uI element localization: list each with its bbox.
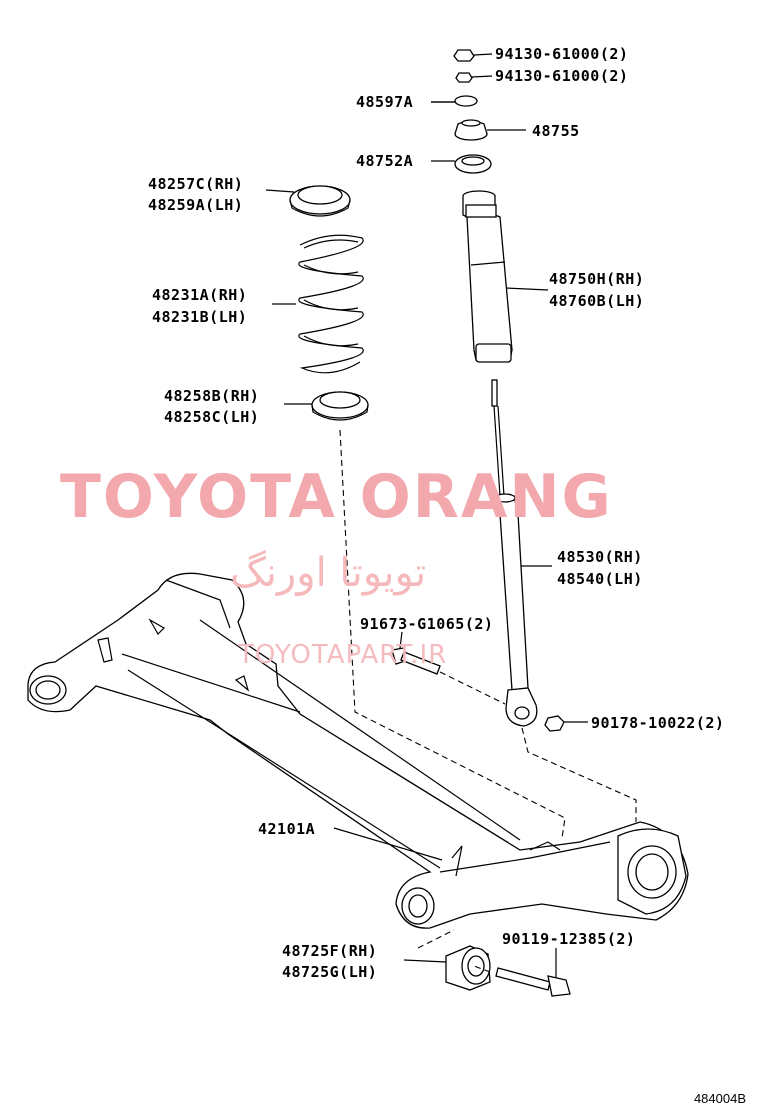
shock-absorber-icon: [491, 379, 552, 727]
washer-icon: [431, 95, 478, 107]
label-bump-stopper-rh[interactable]: 48750H(RH): [549, 270, 645, 288]
nut-1-icon: [453, 49, 493, 62]
absorber-bolt-icon: [391, 631, 506, 705]
label-nut-1[interactable]: 94130-61000(2): [495, 45, 629, 63]
label-lower-insulator-lh[interactable]: 48258C(LH): [164, 408, 260, 426]
watermark-url: TOYOTAPART.IR: [238, 640, 448, 670]
label-coil-spring-lh[interactable]: 48231B(LH): [152, 308, 248, 326]
label-beam-bolt[interactable]: 90119-12385(2): [502, 930, 636, 948]
label-beam-bushing-rh[interactable]: 48725F(RH): [282, 942, 378, 960]
label-upper-insulator-lh[interactable]: 48259A(LH): [148, 196, 244, 214]
axle-beam-icon: [27, 572, 689, 929]
label-lower-insulator-rh[interactable]: 48258B(RH): [164, 387, 260, 405]
nut-2-icon: [455, 72, 493, 83]
beam-bushing-icon: [403, 929, 491, 991]
label-absorber-lh[interactable]: 48540(LH): [557, 570, 643, 588]
beam-bolt-icon: [473, 948, 571, 997]
label-nut-2[interactable]: 94130-61000(2): [495, 67, 629, 85]
upper-seat-icon: [431, 154, 492, 174]
diagram-code: 484004B: [693, 1091, 746, 1106]
spring-lower-insulator-icon: [284, 391, 369, 421]
label-upper-seat[interactable]: 48752A: [356, 152, 414, 170]
label-beam-bushing-lh[interactable]: 48725G(LH): [282, 963, 378, 981]
label-axle-beam[interactable]: 42101A: [258, 820, 316, 838]
upper-bushing-icon: [454, 119, 526, 141]
label-bump-stopper-lh[interactable]: 48760B(LH): [549, 292, 645, 310]
label-absorber-nut[interactable]: 90178-10022(2): [591, 714, 725, 732]
label-absorber-bolt[interactable]: 91673-G1065(2): [360, 615, 494, 633]
watermark-brand: TOYOTA ORANG: [60, 462, 613, 532]
label-absorber-rh[interactable]: 48530(RH): [557, 548, 643, 566]
absorber-nut-icon: [544, 715, 588, 732]
watermark-persian: تویوتا اورنگ: [230, 550, 427, 596]
bump-stopper-icon: [462, 190, 549, 363]
label-coil-spring-rh[interactable]: 48231A(RH): [152, 286, 248, 304]
label-upper-insulator-rh[interactable]: 48257C(RH): [148, 175, 244, 193]
label-upper-bushing[interactable]: 48755: [532, 122, 580, 140]
spring-upper-insulator-icon: [265, 185, 351, 217]
coil-spring-icon: [272, 234, 364, 374]
label-washer[interactable]: 48597A: [356, 93, 414, 111]
